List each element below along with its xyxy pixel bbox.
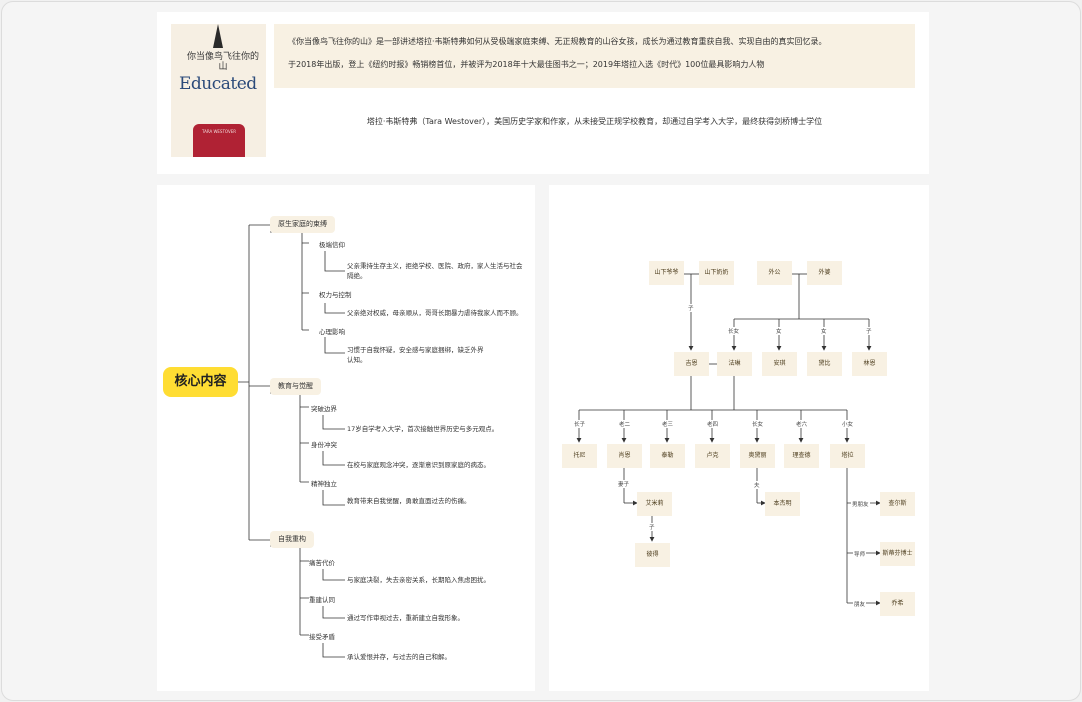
cover-title-cn: 你当像鸟飞往你的山: [186, 52, 259, 72]
family-tree-panel: 山下爷爷 山下奶奶 外公 外婆 子 长女 女 女 子 吉恩 法琳 安琪 黛比 林…: [549, 185, 929, 691]
rel-child-1: 长子: [573, 420, 587, 428]
rel-tara-friend: 朋友: [853, 600, 867, 608]
rel-youngest-son: 子: [865, 327, 873, 335]
sub-psych-impact: 心理影响: [319, 328, 345, 336]
node-aunt-1: 安琪: [762, 352, 797, 376]
rel-tara-mentor: 导师: [853, 550, 867, 558]
cover-author: TARA WESTOVER: [201, 129, 237, 134]
node-maternal-grandmother: 外婆: [807, 261, 842, 285]
node-paternal-grandmother: 山下奶奶: [699, 261, 734, 285]
leaf-rebuild-identity: 通过写作审视过去，重新建立自我形象。: [347, 614, 464, 622]
sub-identity-conflict: 身份冲突: [311, 441, 337, 449]
rel-child-6: 老六: [795, 420, 809, 428]
leaf-identity-conflict: 在校与家庭观念冲突，逐渐意识到原家庭的病态。: [347, 461, 490, 469]
rel-tara-boyfriend: 男朋友: [851, 500, 870, 508]
rel-eldest-daughter: 长女: [727, 327, 741, 335]
node-richard: 理查德: [784, 444, 819, 468]
rel-child-3: 老三: [661, 420, 675, 428]
sub-accept-contradiction: 接受矛盾: [309, 633, 335, 641]
mindmap-panel: 核心内容 原生家庭的束缚 极端信仰 父亲秉持生存主义，拒绝学校、医院、政府，家人…: [157, 185, 535, 691]
sub-extreme-faith: 极端信仰: [319, 241, 345, 249]
rel-daughter-2: 女: [820, 327, 828, 335]
branch-family-bondage: 原生家庭的束缚: [270, 216, 335, 233]
leaf-break-boundary: 17岁自学考入大学，首次接触世界历史与多元观点。: [347, 425, 499, 433]
node-tara: 塔拉: [830, 444, 865, 468]
mindmap-root: 核心内容: [163, 367, 238, 397]
leaf-psych-impact: 习惯于自我怀疑，安全感与家庭捆绑，缺乏外界认知。: [347, 346, 484, 364]
sub-spiritual-independence: 精神独立: [311, 480, 337, 488]
leaf-spiritual-independence: 教育带来自我觉醒，勇敢直面过去的伤痛。: [347, 497, 471, 505]
node-paternal-grandfather: 山下爷爷: [649, 261, 684, 285]
node-shawn-child: 彼得: [635, 543, 670, 567]
pencil-tip-icon: [213, 24, 223, 48]
pencil-body: [193, 124, 245, 157]
cover-title-en: Educated: [179, 74, 257, 94]
rel-daughter-1: 女: [775, 327, 783, 335]
node-boyfriend: 查尔斯: [880, 492, 915, 516]
sub-painful-cost: 痛苦代价: [309, 559, 335, 567]
node-friend: 乔希: [880, 592, 915, 616]
branch-education-awakening: 教育与觉醒: [270, 378, 321, 395]
leaf-painful-cost: 与家庭决裂，失去亲密关系，长期陷入焦虑困扰。: [347, 576, 490, 584]
node-mentor: 斯蒂芬博士: [880, 542, 915, 566]
rel-wife: 妻子: [617, 480, 631, 488]
leaf-extreme-faith: 父亲秉持生存主义，拒绝学校、医院、政府，家人生活与社会隔绝。: [347, 262, 523, 280]
rel-husband: 夫: [753, 481, 761, 489]
book-info-panel: 你当像鸟飞往你的山 Educated TARA WESTOVER 《你当像鸟飞往…: [157, 12, 929, 174]
rel-child-5: 长女: [751, 420, 765, 428]
family-tree-connectors: [576, 273, 881, 606]
sub-power-control: 权力与控制: [319, 291, 352, 299]
book-cover: 你当像鸟飞往你的山 Educated TARA WESTOVER: [171, 24, 266, 157]
leaf-accept-contradiction: 承认爱恨并存，与过去的自己和解。: [347, 653, 451, 661]
branch-self-reconstruction: 自我重构: [270, 531, 314, 548]
rel-son: 子: [687, 304, 695, 312]
leaf-power-control: 父亲绝对权威，母亲顺从，哥哥长期暴力虐待我家人而不顾。: [347, 309, 523, 317]
sub-break-boundary: 突破边界: [311, 405, 337, 413]
rel-shawn-child: 子: [648, 523, 656, 531]
node-tony: 托尼: [562, 444, 597, 468]
summary-box: 《你当像鸟飞往你的山》是一部讲述塔拉·韦斯特弗如何从受极端家庭束缚、无正规教育的…: [274, 24, 915, 88]
author-intro: 塔拉·韦斯特弗（Tara Westover），美国历史学家和作家，从未接受正规学…: [366, 117, 823, 126]
summary-text: 《你当像鸟飞往你的山》是一部讲述塔拉·韦斯特弗如何从受极端家庭束缚、无正规教育的…: [288, 37, 827, 46]
node-maternal-grandfather: 外公: [757, 261, 792, 285]
rel-child-7: 小女: [841, 420, 855, 428]
honors-text: 于2018年出版，登上《纽约时报》畅销榜首位，并被评为2018年十大最佳图书之一…: [288, 60, 765, 69]
node-father: 吉恩: [674, 352, 709, 376]
node-shawn-wife: 艾米莉: [637, 492, 672, 516]
node-audrey-husband: 本杰明: [765, 492, 800, 516]
node-audrey: 奥黛丽: [740, 444, 775, 468]
node-aunt-2: 黛比: [807, 352, 842, 376]
node-aunt-3: 林恩: [852, 352, 887, 376]
node-mother: 法琳: [717, 352, 752, 376]
rel-child-4: 老四: [706, 420, 720, 428]
rel-child-2: 老二: [618, 420, 632, 428]
node-shawn: 肖恩: [607, 444, 642, 468]
node-luke: 卢克: [695, 444, 730, 468]
node-tyler: 泰勒: [650, 444, 685, 468]
sub-rebuild-identity: 重建认同: [309, 596, 335, 604]
